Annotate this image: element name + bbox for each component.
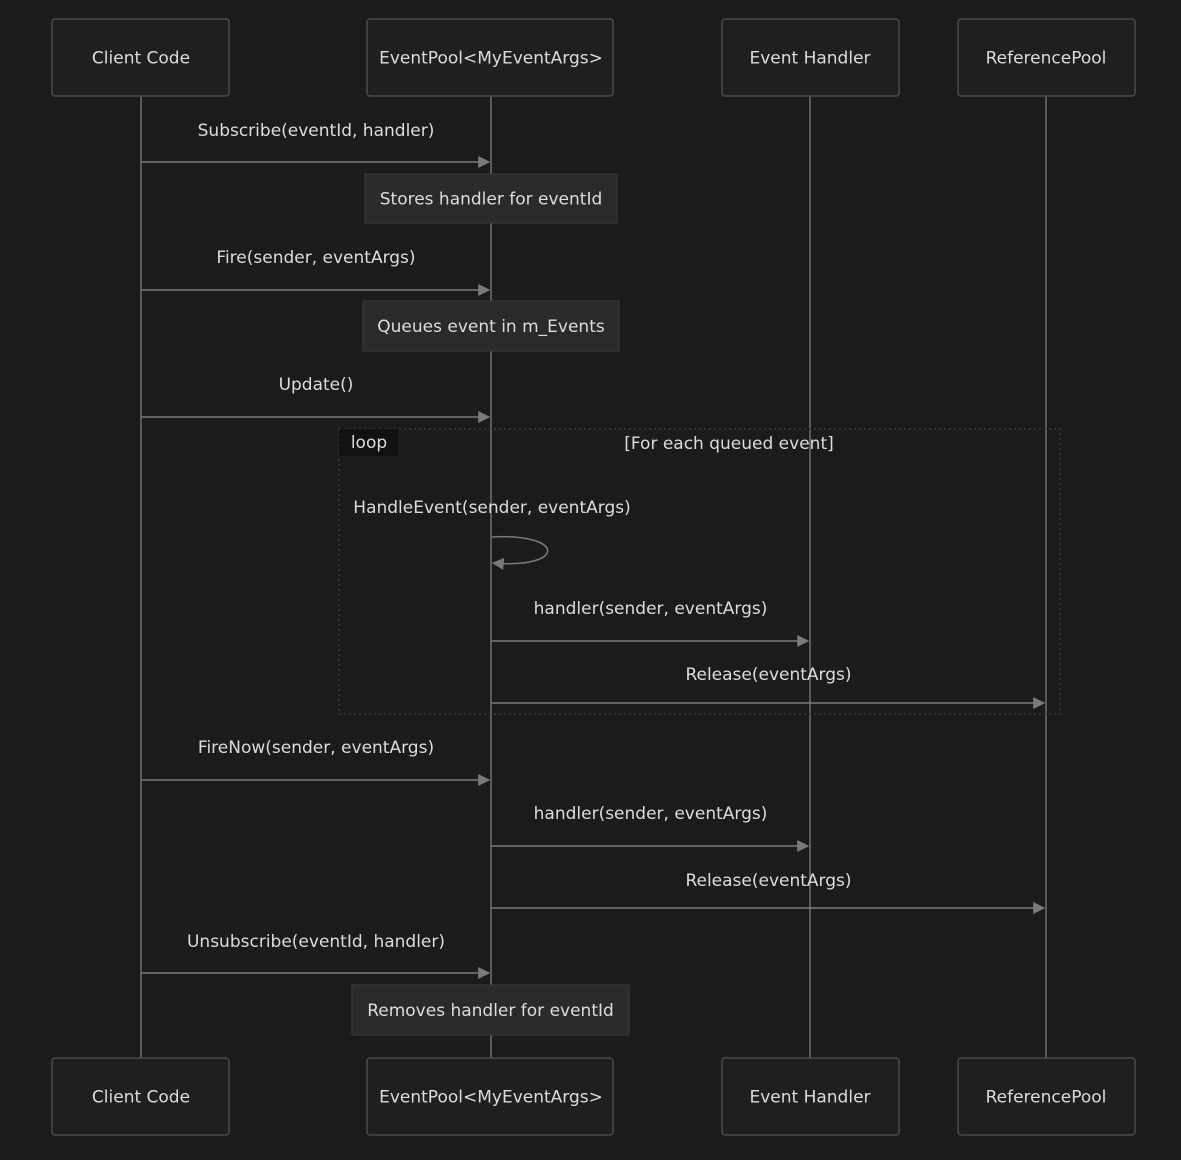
participant-label: Event Handler [749, 1088, 870, 1108]
message-2: Update() [141, 375, 491, 423]
message-label: Fire(sender, eventArgs) [216, 248, 415, 268]
participant-label: EventPool<MyEventArgs> [379, 49, 603, 69]
message-arrow [491, 535, 549, 570]
participant-pool-bottom: EventPool<MyEventArgs> [366, 1057, 614, 1136]
participant-handler-bottom: Event Handler [721, 1057, 900, 1136]
participant-client-bottom: Client Code [51, 1057, 230, 1136]
participant-label: Event Handler [749, 49, 870, 69]
message-0: Subscribe(eventId, handler) [141, 121, 491, 168]
message-4: handler(sender, eventArgs) [491, 599, 810, 647]
message-label: Unsubscribe(eventId, handler) [187, 932, 445, 952]
message-3: HandleEvent(sender, eventArgs) [353, 498, 631, 570]
participant-label: Client Code [92, 49, 190, 69]
note-text: Removes handler for eventId [367, 1001, 614, 1021]
participant-refpool-top: ReferencePool [957, 18, 1136, 97]
message-9: Unsubscribe(eventId, handler) [141, 932, 491, 979]
participant-client-top: Client Code [51, 18, 230, 97]
message-1: Fire(sender, eventArgs) [141, 248, 491, 296]
message-7: handler(sender, eventArgs) [491, 804, 810, 852]
loop-condition: [For each queued event] [624, 434, 834, 454]
message-label: handler(sender, eventArgs) [534, 804, 768, 824]
message-label: Release(eventArgs) [685, 665, 851, 685]
note-text: Queues event in m_Events [377, 317, 605, 337]
participant-refpool-bottom: ReferencePool [957, 1057, 1136, 1136]
participant-label: ReferencePool [986, 1088, 1107, 1108]
message-6: FireNow(sender, eventArgs) [141, 738, 491, 786]
message-label: handler(sender, eventArgs) [534, 599, 768, 619]
note-box [362, 300, 620, 352]
participant-box [721, 1057, 900, 1136]
loop-tag [339, 429, 398, 456]
note-0: Stores handler for eventId [364, 173, 618, 224]
note-1: Queues event in m_Events [362, 300, 620, 352]
participant-box [366, 18, 614, 97]
participant-box [366, 1057, 614, 1136]
participant-box [51, 18, 230, 97]
participant-handler-top: Event Handler [721, 18, 900, 97]
message-label: Update() [279, 375, 354, 395]
note-text: Stores handler for eventId [380, 190, 603, 210]
message-label: Subscribe(eventId, handler) [198, 121, 435, 141]
loop-keyword: loop [351, 433, 387, 453]
note-box [364, 173, 618, 224]
message-label: FireNow(sender, eventArgs) [198, 738, 434, 758]
message-8: Release(eventArgs) [491, 871, 1046, 914]
participant-label: Client Code [92, 1088, 190, 1108]
message-label: HandleEvent(sender, eventArgs) [353, 498, 630, 518]
participant-label: ReferencePool [986, 49, 1107, 69]
participant-box [957, 18, 1136, 97]
participant-box [51, 1057, 230, 1136]
loop-frame [338, 428, 1061, 715]
participant-label: EventPool<MyEventArgs> [379, 1088, 603, 1108]
participant-box [721, 18, 900, 97]
participant-box [957, 1057, 1136, 1136]
note-2: Removes handler for eventId [351, 984, 630, 1036]
note-box [351, 984, 630, 1036]
message-5: Release(eventArgs) [491, 665, 1046, 709]
participant-pool-top: EventPool<MyEventArgs> [366, 18, 614, 97]
message-label: Release(eventArgs) [685, 871, 851, 891]
